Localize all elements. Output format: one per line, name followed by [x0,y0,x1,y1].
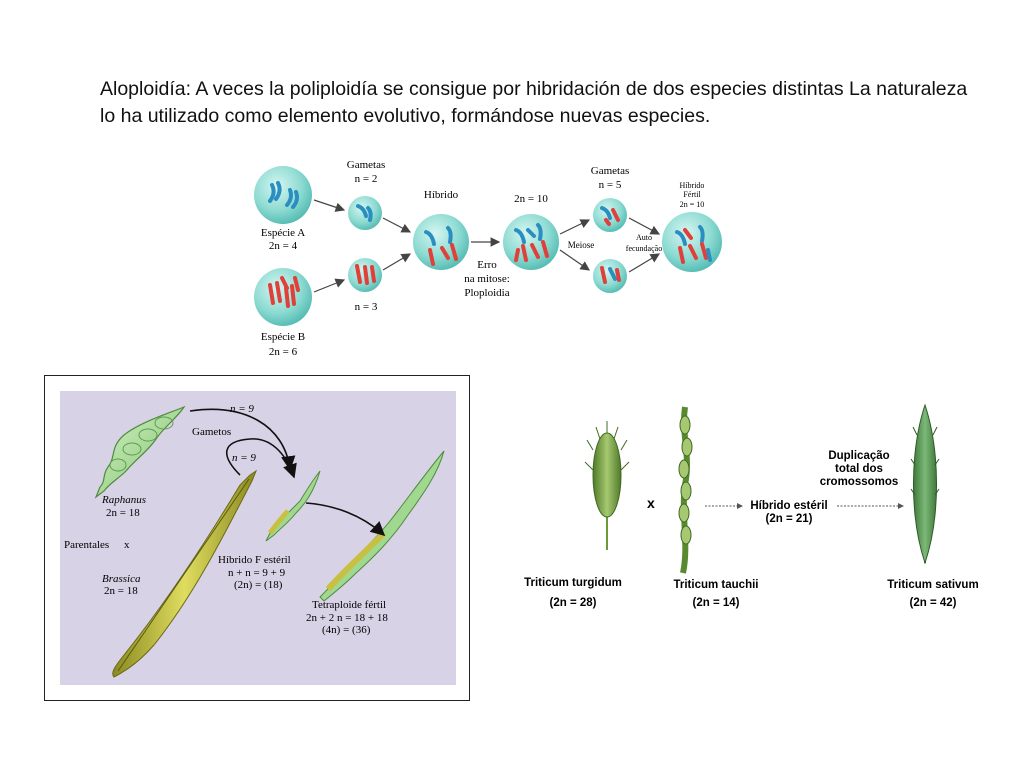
label-fertil-2: Fértil [683,190,701,199]
label-raphanus-2n: 2n = 18 [106,507,140,519]
cell-gamete-bottom [593,259,627,293]
label-turgidum: Triticum turgidum [524,577,622,589]
label-n9-mid: n = 9 [232,452,256,464]
cell-2n10 [503,214,559,270]
label-n3: n = 3 [355,301,378,313]
label-hibrido-3: (2n) = (18) [234,579,283,591]
label-especie-a: Espécie A [261,227,305,239]
fig1-arrows [313,199,661,293]
label-gametas-2-n: n = 5 [599,179,622,191]
label-fertil-3: 2n = 10 [680,200,705,209]
fig2-background [60,391,456,685]
label-brassica: Brassica [102,573,141,585]
label-erro-3: Ploploidia [464,287,509,299]
raphanobrassica-diagram: n = 9 Gametos n = 9 Raphanus 2n = 18 Par… [44,375,470,701]
label-especie-b: Espécie B [261,331,305,343]
label-brassica-2n: 2n = 18 [104,585,138,597]
wheat-turgidum [584,421,630,550]
arrow-to-tetraploid [305,502,386,537]
label-tetra-3: (4n) = (36) [322,624,371,636]
label-erro-1: Erro [477,259,497,271]
label-parentales-x: x [124,539,130,551]
arrow-raphanus-gamete [189,408,296,471]
label-gametos: Gametos [192,426,231,438]
label-meiose: Meiose [568,240,595,250]
label-gametas-1-n: n = 2 [355,173,378,185]
wheat-sativum [910,403,940,565]
label-n9-top: n = 9 [230,403,254,415]
label-hibrido: Híbrido [424,189,459,201]
label-tetra-1: Tetraploide fértil [312,599,386,611]
label-dup-2: total dos [835,463,883,475]
label-gametas-2: Gametas [591,165,629,177]
label-hibrido-1: Híbrido F estéril [218,554,291,566]
label-fertil-1: Híbrido [680,181,705,190]
label-hibrido-esteril: Híbrido estéril [750,500,827,512]
label-especie-a-ploidy: 2n = 4 [269,240,298,252]
label-parentales: Parentales [64,539,109,551]
label-sativum-2n: (2n = 42) [910,597,957,609]
label-tauchii: Triticum tauchii [674,579,759,591]
label-erro-2: na mitose: [464,273,510,285]
label-raphanus: Raphanus [101,494,146,506]
label-hibrido-2: n + n = 9 + 9 [228,567,286,579]
label-2n10: 2n = 10 [514,193,548,205]
wheat-allopolyploidy-diagram: x Duplicação total dos cromossomos Híbri… [524,403,979,609]
label-sativum: Triticum sativum [887,579,978,591]
label-x: x [647,495,655,511]
label-auto: Auto [636,233,652,242]
label-tetra-2: 2n + 2 n = 18 + 18 [306,612,388,624]
label-turgidum-2n: (2n = 28) [550,597,597,609]
cell-especie-a [254,166,312,224]
label-fecundacao: fecundação [626,244,662,253]
label-hibrido-2n: (2n = 21) [766,513,813,525]
alloploidy-cell-diagram: Espécie A 2n = 4 Espécie B 2n = 6 Gameta… [254,159,722,358]
wheat-tauchii [678,406,693,574]
cell-hibrido-fertil [662,212,722,272]
cell-hibrido [413,214,469,270]
label-dup-3: cromossomos [820,476,899,488]
label-tauchii-2n: (2n = 14) [693,597,740,609]
label-especie-b-ploidy: 2n = 6 [269,346,298,358]
chromosomes [268,181,712,308]
heading-text: Aloploidía: A veces la poliploidía se co… [100,78,968,127]
label-dup-1: Duplicação [828,450,889,462]
arrow-brassica-gamete [225,438,297,479]
label-gametas-1: Gametas [347,159,385,171]
